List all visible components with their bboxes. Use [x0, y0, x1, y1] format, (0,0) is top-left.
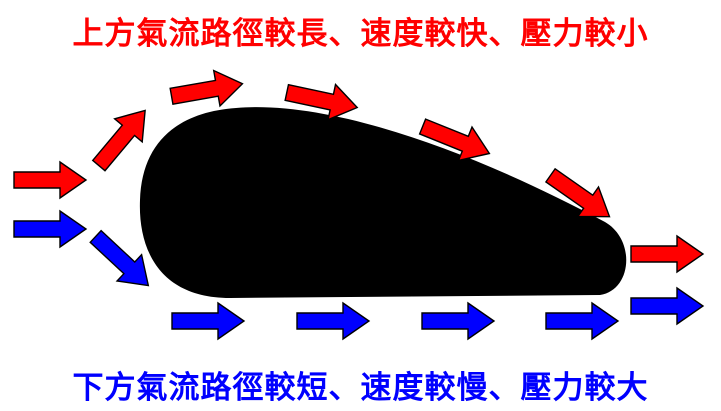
arrow-right-icon	[296, 302, 370, 340]
arrow-right-icon	[13, 210, 87, 248]
arrow-right-icon	[630, 235, 704, 273]
arrow-right-icon	[167, 65, 247, 115]
airfoil-shape	[139, 107, 627, 298]
arrow-right-icon	[630, 287, 704, 325]
arrow-right-icon	[171, 302, 245, 340]
arrow-right-icon	[13, 161, 87, 199]
upper-caption: 上方氣流路徑較長、速度較快、壓力較小	[72, 16, 649, 52]
arrow-right-icon	[421, 302, 495, 340]
lower-caption: 下方氣流路徑較短、速度較慢、壓力較大	[72, 370, 649, 406]
arrow-right-icon	[545, 302, 619, 340]
